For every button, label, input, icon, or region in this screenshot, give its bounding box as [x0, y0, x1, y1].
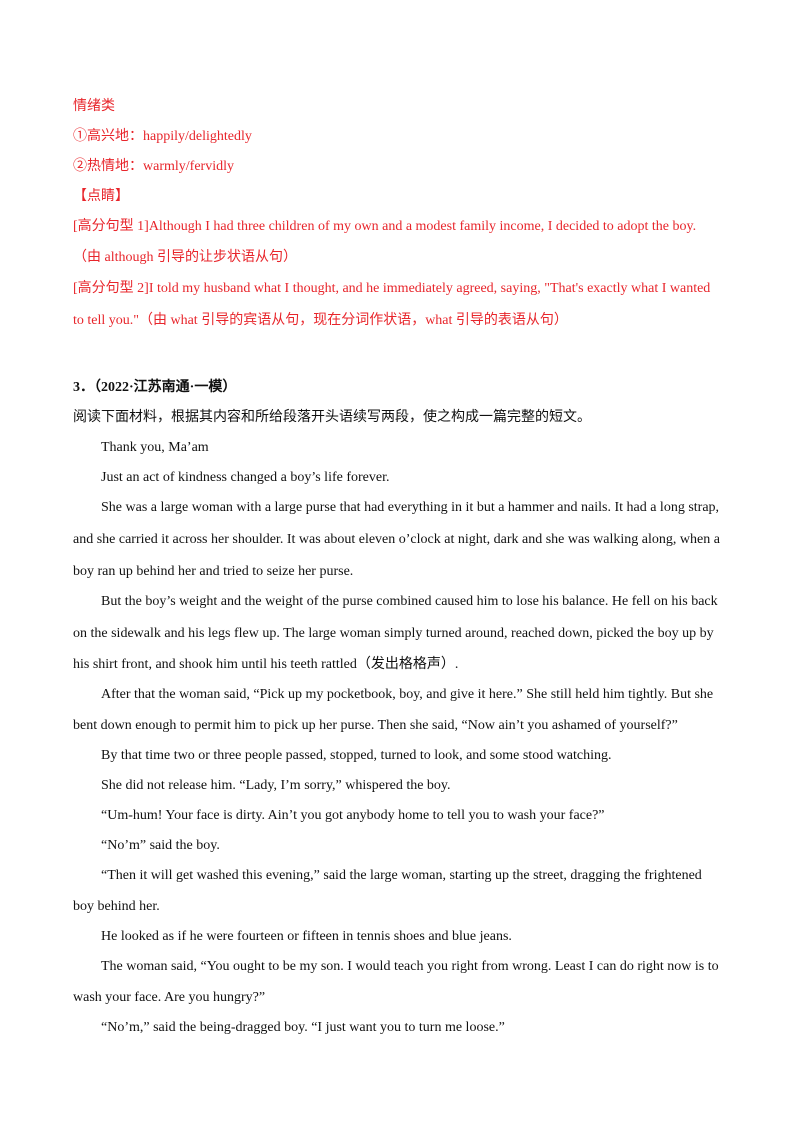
story-paragraph-line: wash your face. Are you hungry?” [73, 990, 266, 1005]
story-paragraph-line: boy behind her. [73, 899, 160, 914]
story-paragraph-line: bent down enough to permit him to pick u… [73, 718, 678, 733]
story-paragraph: After that the woman said, “Pick up my p… [101, 687, 714, 702]
question-instruction: 阅读下面材料，根据其内容和所给段落开头语续写两段，使之构成一篇完整的短文。 [73, 410, 591, 425]
story-paragraph: The woman said, “You ought to be my son.… [101, 959, 719, 974]
sentence-2-line-2: to tell you."（由 what 引导的宾语从句，现在分词作状语，wha… [73, 313, 568, 328]
emotion-heading: 情绪类 [73, 99, 115, 114]
emotion-item-1: ①高兴地：happily/delightedly [73, 129, 252, 144]
story-paragraph: She did not release him. “Lady, I’m sorr… [101, 778, 451, 793]
question-number-source: 3．（2022·江苏南通·一模） [73, 380, 237, 395]
sentence-1-line-1: [高分句型 1]Although I had three children of… [73, 219, 697, 234]
emotion-item-2: ②热情地：warmly/fervidly [73, 159, 234, 174]
story-paragraph: Just an act of kindness changed a boy’s … [101, 470, 390, 485]
story-paragraph: But the boy’s weight and the weight of t… [101, 594, 718, 609]
story-paragraph: “Then it will get washed this evening,” … [101, 868, 702, 883]
story-paragraph: “Um-hum! Your face is dirty. Ain’t you g… [101, 808, 605, 823]
story-paragraph: “No’m” said the boy. [101, 838, 220, 853]
highlight-label: 【点睛】 [73, 189, 129, 204]
story-title: Thank you, Ma’am [101, 440, 209, 455]
story-paragraph-line: on the sidewalk and his legs flew up. Th… [73, 626, 714, 641]
story-paragraph: She was a large woman with a large purse… [101, 500, 720, 515]
story-paragraph: By that time two or three people passed,… [101, 748, 612, 763]
sentence-1-line-2: （由 although 引导的让步状语从句） [73, 250, 297, 265]
story-paragraph-line: and she carried it across her shoulder. … [73, 532, 720, 547]
story-paragraph: “No’m,” said the being-dragged boy. “I j… [101, 1020, 505, 1035]
story-paragraph-line: boy ran up behind her and tried to seize… [73, 564, 354, 579]
story-paragraph: He looked as if he were fourteen or fift… [101, 929, 512, 944]
sentence-2-line-1: [高分句型 2]I told my husband what I thought… [73, 281, 711, 296]
story-paragraph-line: his shirt front, and shook him until his… [73, 657, 459, 672]
